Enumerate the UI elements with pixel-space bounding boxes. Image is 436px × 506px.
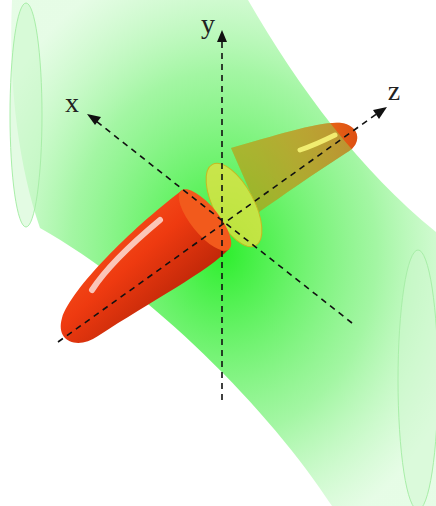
axis-label: y bbox=[201, 10, 215, 38]
arrowhead bbox=[217, 30, 227, 42]
light-beam bbox=[11, 0, 436, 506]
beam-end bbox=[10, 3, 42, 227]
arrowhead bbox=[373, 107, 387, 119]
highlight bbox=[92, 220, 160, 290]
axis-label: z bbox=[388, 77, 400, 105]
axis-label: x bbox=[65, 89, 79, 117]
arrowhead bbox=[87, 114, 101, 125]
x-axis bbox=[96, 121, 352, 323]
axes bbox=[58, 40, 378, 400]
z-axis bbox=[58, 113, 378, 342]
arrowheads bbox=[87, 30, 387, 125]
beam-end bbox=[398, 250, 436, 506]
